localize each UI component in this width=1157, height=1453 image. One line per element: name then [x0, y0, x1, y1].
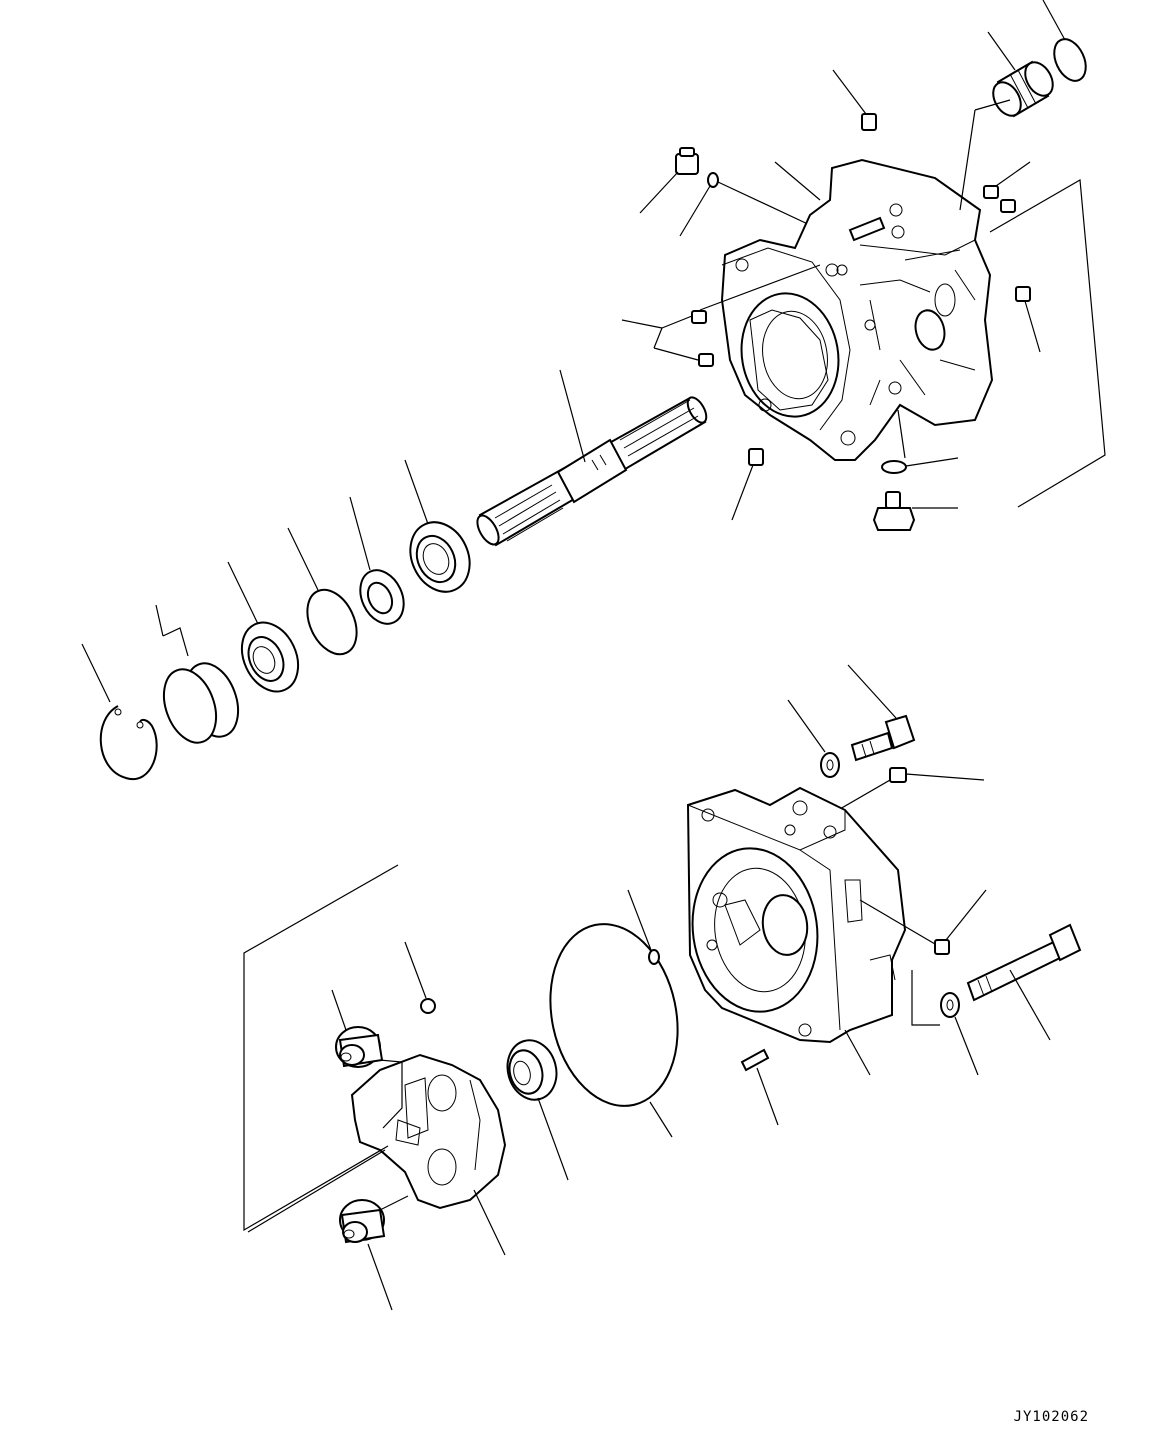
bolt-right: [872, 491, 958, 531]
plug-top-center: [832, 69, 877, 131]
o-ring-upper-left: [679, 172, 813, 237]
bearing-large: [404, 459, 471, 593]
washer-lower-top: [787, 699, 840, 778]
plug-right-1: [983, 161, 1031, 199]
bolt-lower-top: [847, 664, 916, 762]
valve-body: [350, 1053, 507, 1256]
plug-right-3: [1015, 286, 1041, 353]
plug-lower-right: [859, 889, 987, 955]
o-ring-small: [627, 889, 660, 965]
plug-right-2: [1000, 199, 1016, 213]
valve-plug-upper: [331, 989, 384, 1068]
pump-case-upper: [720, 158, 994, 461]
bolt-long: [966, 923, 1082, 1041]
drive-shaft: [476, 369, 708, 547]
fitting-upper-left: [639, 147, 699, 214]
o-ring-thin: [287, 527, 358, 656]
seal-housing: [227, 561, 300, 693]
ring-pair: [155, 604, 240, 744]
sleeve-top: [987, 31, 1054, 118]
plug-bottom-left: [731, 448, 764, 521]
snap-ring-top: [1042, 0, 1087, 82]
oil-seal: [349, 496, 405, 625]
plugs-left-pair: [621, 310, 714, 367]
drawing-reference-code: JY102062: [1013, 1409, 1089, 1425]
dowel-pin: [740, 1048, 779, 1126]
group-bracket-lower-left: [243, 864, 409, 1233]
circlip: [81, 643, 158, 781]
housing-leader: [844, 1029, 871, 1076]
o-ring-large: [549, 923, 679, 1138]
bearing-lower: [506, 1039, 569, 1181]
check-ball: [404, 941, 436, 1014]
group-bracket-right: [699, 99, 1106, 508]
washer-lower-right: [911, 970, 979, 1076]
valve-plug-lower: [339, 1199, 393, 1311]
pump-housing-lower: [686, 786, 907, 1044]
o-ring-right: [881, 457, 959, 474]
